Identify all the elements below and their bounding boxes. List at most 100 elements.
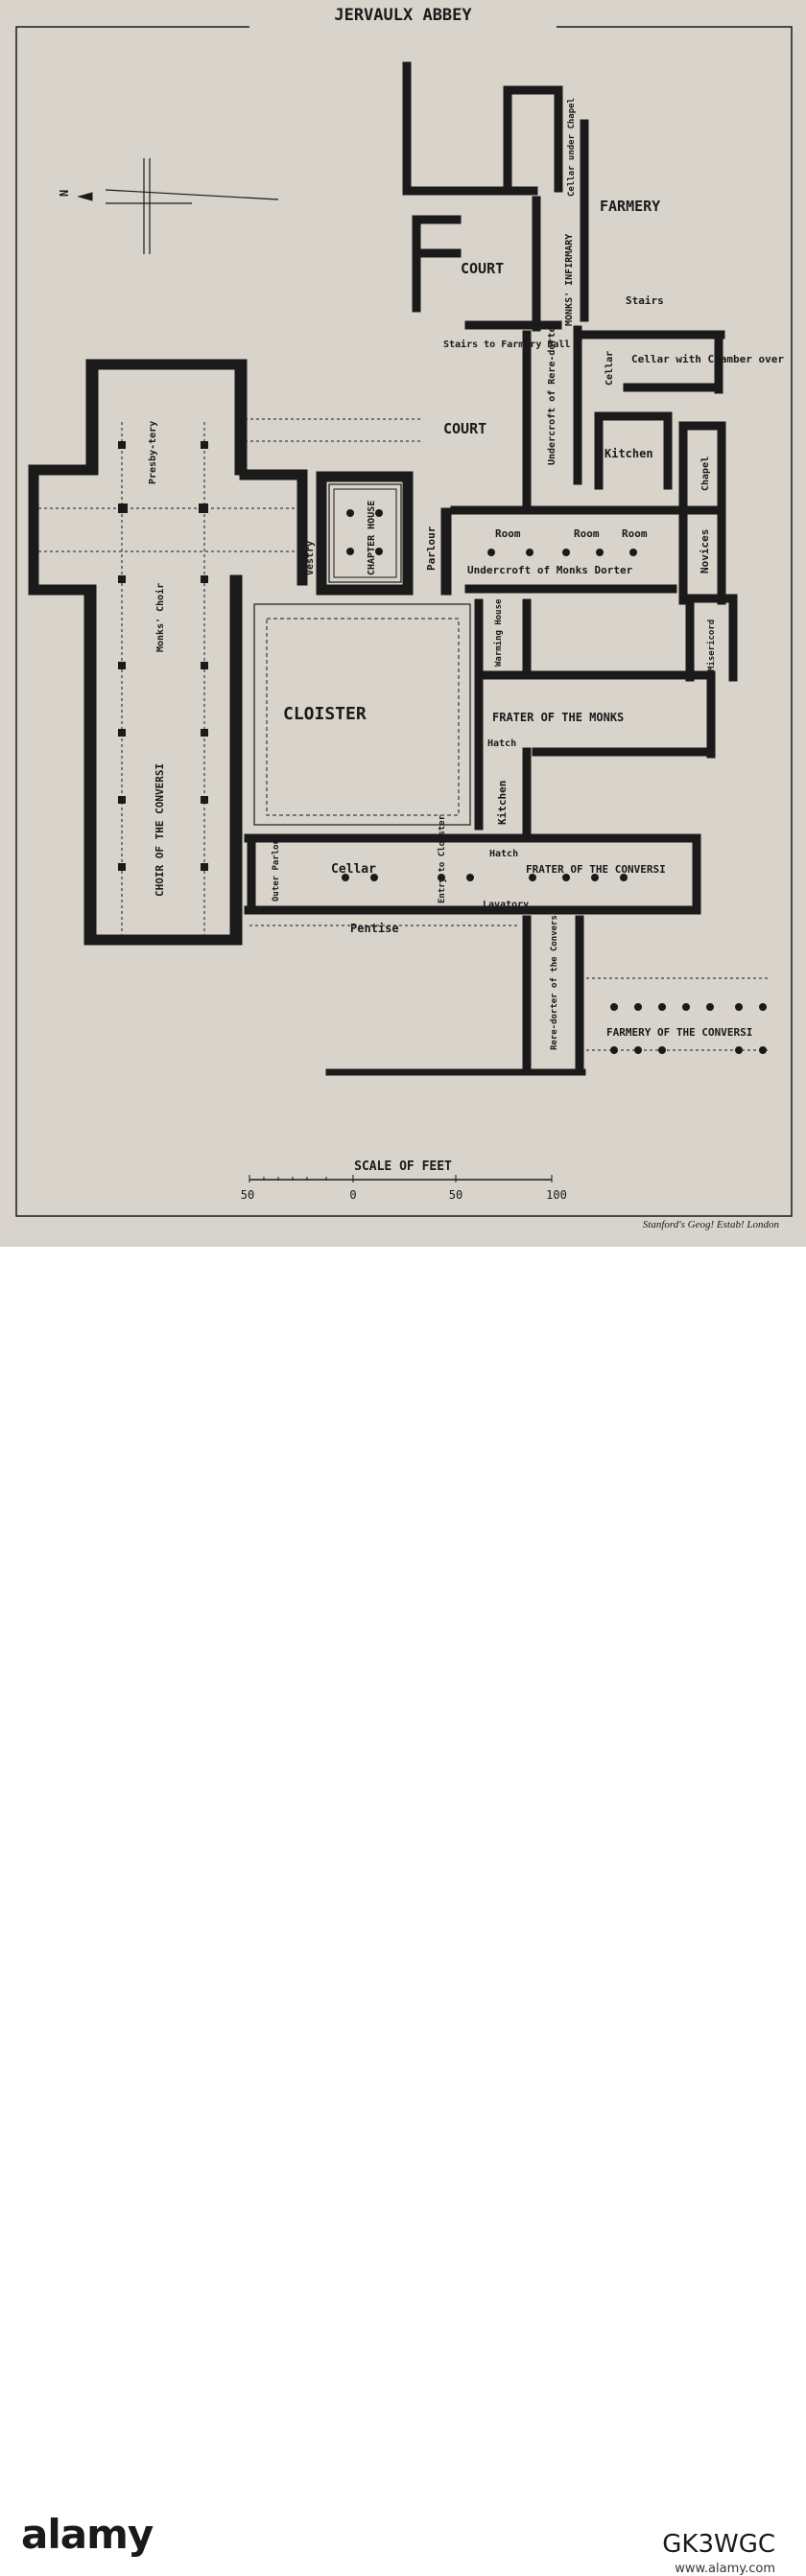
room-monks-choir: Monks' Choir <box>154 583 166 652</box>
wall <box>503 85 562 95</box>
wall <box>296 469 308 586</box>
room-presbytery: Presby-tery <box>148 421 158 484</box>
wall <box>412 215 421 313</box>
room-hatch-1: Hatch <box>487 738 516 749</box>
wall <box>503 85 512 193</box>
room-chapel: Chapel <box>700 457 711 491</box>
room-misericord: Misericord <box>706 620 717 671</box>
wall <box>594 411 604 490</box>
room-lavatory: Lavatory <box>483 900 529 910</box>
wall <box>464 584 677 594</box>
scale-bar: SCALE OF FEET 50 0 50 100 <box>241 1159 567 1202</box>
wall <box>623 383 721 392</box>
wall <box>402 471 414 596</box>
room-cellar: Cellar <box>604 351 615 386</box>
wall <box>316 471 414 482</box>
room-undercroft-of-monks-dorter: Undercroft of Monks Dorter <box>467 564 633 576</box>
stock-footer: alamy GK3WGC www.alamy.com <box>0 1247 806 2576</box>
wall <box>554 85 563 193</box>
room-frater-of-the-monks: FRATER OF THE MONKS <box>492 711 624 724</box>
scale-tick-1: 0 <box>349 1188 356 1202</box>
wall <box>692 833 701 915</box>
room-chapter-house: CHAPTER HOUSE <box>367 501 377 575</box>
wall <box>522 598 532 677</box>
wall <box>28 584 97 596</box>
wall <box>573 325 582 485</box>
room-undercroft-of-reredorter: Undercroft of Rere-dorter <box>547 320 557 465</box>
wall <box>678 421 726 431</box>
site-url: www.alamy.com <box>675 2562 775 2576</box>
wall <box>83 589 97 946</box>
cloister-garth <box>253 603 471 826</box>
room-farmery-of-the-conversi: FARMERY OF THE CONVERSI <box>606 1026 752 1039</box>
chapter-house-inner <box>328 483 402 583</box>
wall <box>580 119 589 322</box>
wall <box>402 61 412 193</box>
room-cellar-west: Cellar <box>331 862 376 877</box>
wall <box>85 359 248 370</box>
wall <box>440 507 452 596</box>
room-vestry: Vestry <box>305 541 316 575</box>
room-frater-of-the-conversi: FRATER OF THE CONVERSI <box>526 863 666 876</box>
wall <box>247 833 256 915</box>
wall <box>678 421 688 605</box>
room-pentise: Pentise <box>350 922 399 935</box>
wall <box>532 196 541 332</box>
columns <box>118 441 767 1054</box>
room-novices: Novices <box>699 529 711 574</box>
title-mask <box>249 0 557 29</box>
room-monks-infirmary: MONKS' INFIRMARY <box>564 234 575 326</box>
wall <box>706 670 716 759</box>
room-stairs-farmery: Stairs <box>626 294 664 307</box>
wall <box>685 594 695 682</box>
room-kitchen-south: Kitchen <box>496 781 509 825</box>
room-2: Room <box>574 527 600 540</box>
scale-label: SCALE OF FEET <box>354 1159 452 1174</box>
scale-tick-2: 50 <box>449 1188 462 1202</box>
map-title: JERVAULX ABBEY <box>334 6 472 25</box>
room-warming-house: Warming House <box>493 598 504 667</box>
wall <box>229 574 243 946</box>
wall <box>402 186 538 196</box>
room-court-north: COURT <box>461 260 504 277</box>
north-arrow-icon <box>77 158 279 254</box>
room-cellar-with-chamber-over: Cellar with Chamber over <box>631 353 784 365</box>
alamy-logo: alamy <box>21 2511 154 2558</box>
wall <box>474 670 716 680</box>
wall <box>316 471 327 596</box>
north-label: N <box>58 190 71 197</box>
room-farmery: FARMERY <box>600 198 660 215</box>
wall <box>28 464 39 596</box>
room-outer-parlour: Outer Parlour <box>272 833 281 902</box>
wall <box>663 411 673 490</box>
wall <box>464 320 562 330</box>
scale-tick-0: 50 <box>241 1188 254 1202</box>
publisher-credit: Stanford's Geog! Estab! London <box>643 1219 780 1230</box>
wall <box>594 411 673 421</box>
room-reredorter-of-the-conversi: Rere-dorter of the Conversi <box>549 909 559 1050</box>
wall <box>580 330 725 340</box>
room-stairs-to-farmery-hall: Stairs to Farmery Hall <box>443 339 570 350</box>
room-court-middle: COURT <box>443 420 486 437</box>
wall <box>325 1068 586 1076</box>
wall <box>474 670 484 831</box>
wall <box>316 584 414 596</box>
wall <box>685 594 735 603</box>
room-labels: FARMERY COURT Cellar under Chapel MONKS'… <box>148 98 784 1050</box>
wall <box>717 421 726 605</box>
scale-tick-3: 100 <box>546 1188 567 1202</box>
room-cloister: CLOISTER <box>283 704 367 724</box>
wall <box>244 905 701 915</box>
room-hatch-2: Hatch <box>489 849 518 859</box>
paper-background <box>0 0 806 1247</box>
room-cellar-under-chapel: Cellar under Chapel <box>567 98 577 197</box>
wall <box>532 747 716 757</box>
room-3: Room <box>622 527 648 540</box>
wall <box>728 594 738 682</box>
room-choir-of-the-conversi: CHOIR OF THE CONVERSI <box>154 763 166 897</box>
abbey-plan: JERVAULX ABBEY N FARMERY COURT Cellar un… <box>15 0 793 1230</box>
room-kitchen-east: Kitchen <box>604 447 653 460</box>
wall <box>522 915 532 1075</box>
room-entry-to-cloister: Entry to Cloister <box>437 814 447 903</box>
